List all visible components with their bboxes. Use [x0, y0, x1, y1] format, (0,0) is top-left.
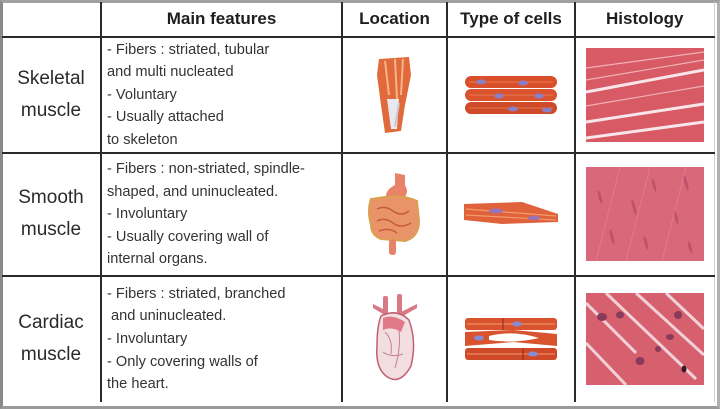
feature-line: - Involuntary: [107, 331, 188, 348]
features-smooth: - Fibers : non-striated, spindle- shaped…: [100, 152, 343, 277]
cell-type-smooth: [446, 152, 576, 277]
header-main-features: Main features: [100, 2, 343, 38]
smooth-histology-icon: [585, 167, 704, 262]
histology-smooth: [574, 152, 715, 277]
features-skeletal: - Fibers : striated, tubular and multi n…: [100, 35, 343, 155]
feature-line: - Usually covering wall of: [107, 228, 269, 245]
header-empty: [2, 2, 102, 38]
digestive-organs-icon: [367, 173, 420, 256]
feature-line: the heart.: [107, 376, 169, 393]
location-skeletal: [341, 35, 448, 155]
row-label-cardiac: Cardiac muscle: [2, 274, 102, 402]
header-histology: Histology: [574, 2, 715, 38]
cardiac-histology-icon: [585, 293, 704, 386]
feature-line: - Fibers : non-striated, spindle-: [107, 160, 305, 177]
table-row-smooth: Smooth muscle - Fibers : non-striated, s…: [2, 152, 715, 277]
muscle-types-table: Main features Location Type of cells His…: [2, 2, 715, 402]
features-cardiac: - Fibers : striated, branched and uninuc…: [100, 274, 343, 402]
cardiac-muscle-cell-icon: [465, 318, 557, 361]
feature-line: internal organs.: [107, 251, 208, 268]
heart-icon: [372, 294, 417, 381]
cell-type-cardiac: [446, 274, 576, 402]
feature-line: and multi nucleated: [107, 64, 234, 81]
header-type-of-cells: Type of cells: [446, 2, 576, 38]
feature-line: - Voluntary: [107, 86, 177, 103]
limb-muscle-icon: [376, 57, 411, 134]
row-label-line1: Skeletal: [17, 68, 85, 90]
header-row: Main features Location Type of cells His…: [2, 2, 715, 38]
location-smooth: [341, 152, 448, 277]
histology-cardiac: [574, 274, 715, 402]
feature-line: - Usually attached: [107, 109, 224, 126]
smooth-muscle-cell-icon: [464, 202, 558, 225]
skeletal-muscle-cell-icon: [465, 76, 557, 115]
row-label-line1: Cardiac: [18, 312, 84, 334]
feature-line: shaped, and uninucleated.: [107, 183, 279, 200]
header-location: Location: [341, 2, 448, 38]
feature-line: - Fibers : striated, branched: [107, 285, 286, 302]
cell-type-skeletal: [446, 35, 576, 155]
skeletal-histology-icon: [585, 48, 704, 143]
feature-line: - Involuntary: [107, 206, 188, 223]
table-row-skeletal: Skeletal muscle - Fibers : striated, tub…: [2, 35, 715, 155]
table-row-cardiac: Cardiac muscle - Fibers : striated, bran…: [2, 274, 715, 402]
row-label-line2: muscle: [20, 100, 82, 122]
feature-line: - Only covering walls of: [107, 353, 258, 370]
feature-line: - Fibers : striated, tubular: [107, 41, 270, 58]
row-label-line2: muscle: [20, 219, 82, 241]
location-cardiac: [341, 274, 448, 402]
row-label-line2: muscle: [20, 344, 82, 366]
histology-skeletal: [574, 35, 715, 155]
row-label-smooth: Smooth muscle: [2, 152, 102, 277]
row-label-line1: Smooth: [18, 187, 84, 209]
row-label-skeletal: Skeletal muscle: [2, 35, 102, 155]
feature-line: to skeleton: [107, 132, 178, 149]
feature-line: and uninucleated.: [107, 308, 227, 325]
